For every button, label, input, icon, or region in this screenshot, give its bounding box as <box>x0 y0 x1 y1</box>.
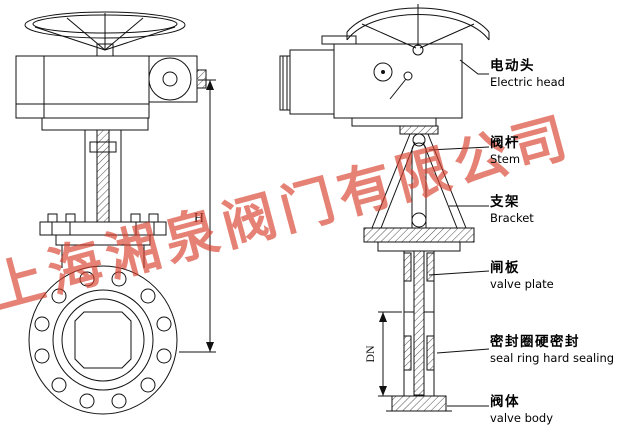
callout-leader-lines <box>428 59 490 407</box>
front-body <box>28 265 178 415</box>
callout-seal-ring-en: seal ring hard sealing <box>490 350 615 365</box>
dimension-h: H <box>179 79 216 353</box>
front-handwheel-icon <box>24 11 186 57</box>
side-handwheel-icon <box>346 4 490 56</box>
callout-valve-body-zh: 阀体 <box>490 394 520 410</box>
callout-electric-head-en: Electric head <box>490 74 565 89</box>
side-gland-flange <box>363 227 475 252</box>
side-bottom-flange <box>386 395 452 412</box>
callout-valve-plate-en: valve plate <box>490 276 554 291</box>
side-stem <box>411 133 427 232</box>
callout-stem-zh: 阀杆 <box>490 135 520 151</box>
side-view: DN <box>279 4 490 412</box>
callout-seal-ring: 密封圈硬密封 seal ring hard sealing <box>490 334 628 365</box>
dimension-dn: DN <box>363 311 402 397</box>
callout-stem: 阀杆 Stem <box>490 135 628 166</box>
callout-valve-body: 阀体 valve body <box>490 394 628 425</box>
side-actuator <box>279 35 463 127</box>
callout-stem-en: Stem <box>490 151 521 166</box>
callout-valve-plate: 闸板 valve plate <box>490 260 628 291</box>
callout-bracket: 支架 Bracket <box>490 194 628 225</box>
callout-electric-head-zh: 电动头 <box>490 58 535 74</box>
callout-bracket-zh: 支架 <box>490 194 520 210</box>
callout-valve-body-en: valve body <box>490 410 554 425</box>
callout-seal-ring-zh: 密封圈硬密封 <box>490 334 580 350</box>
dimension-dn-label: DN <box>363 345 377 363</box>
front-gland-flange <box>39 213 167 268</box>
front-stem-yoke <box>84 129 122 223</box>
callout-bracket-en: Bracket <box>490 210 534 225</box>
dimension-h-label: H <box>194 211 204 226</box>
side-body-column <box>403 250 435 396</box>
callout-valve-plate-zh: 闸板 <box>490 260 520 276</box>
callout-electric-head: 电动头 Electric head <box>490 58 628 89</box>
side-bracket <box>371 133 467 229</box>
side-neck-flange <box>399 125 439 135</box>
front-view: H <box>15 11 216 415</box>
front-actuator <box>15 55 207 131</box>
